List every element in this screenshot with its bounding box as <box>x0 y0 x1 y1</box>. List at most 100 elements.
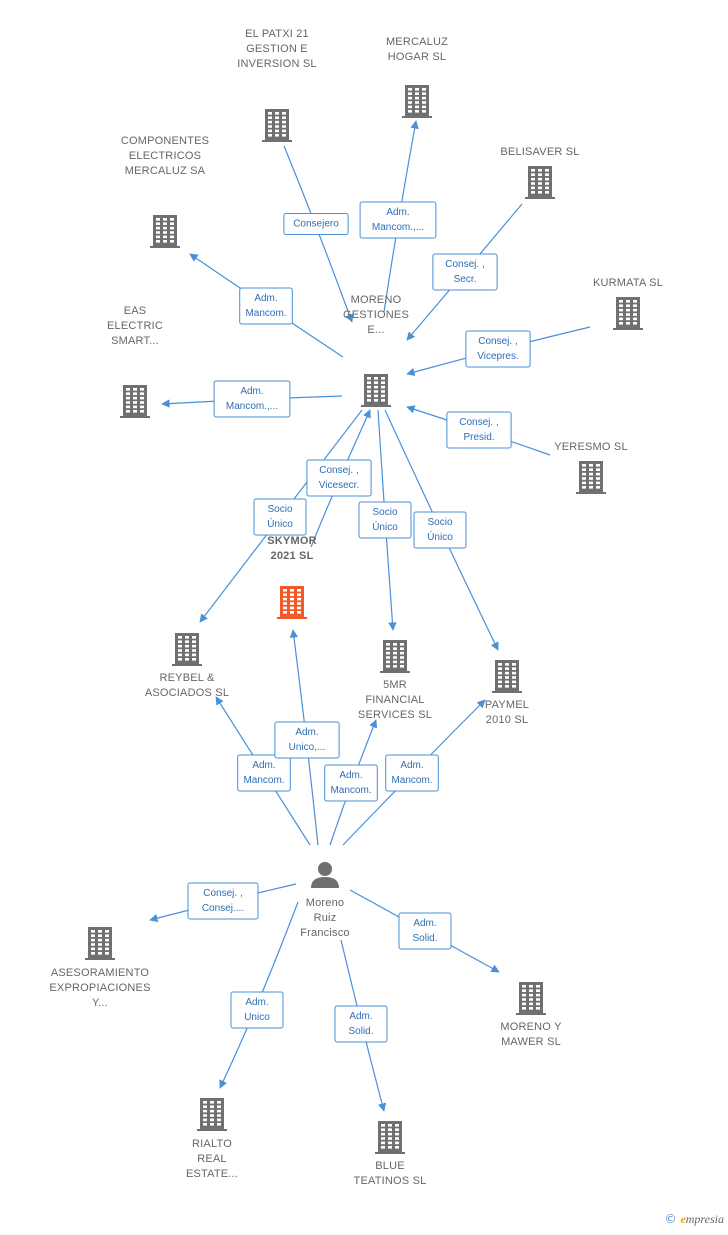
node-moreno-mawer[interactable]: MORENO Y MAWER SL <box>500 982 562 1048</box>
edge-label-box <box>334 1005 388 1043</box>
edge-label[interactable]: Adm.Unico <box>230 991 284 1029</box>
node-label-line: BELISAVER SL <box>500 146 579 158</box>
node-componentes[interactable]: COMPONENTES ELECTRICOS MERCALUZ SA <box>121 135 209 248</box>
edge-label-line: Consej. , <box>445 259 484 270</box>
edge-label-box <box>237 754 291 792</box>
edge-label[interactable]: Adm.Mancom. <box>324 764 378 802</box>
edge-label-line: Adm. <box>252 760 275 771</box>
edge-label-line: Presid. <box>463 432 494 443</box>
edge-label-box <box>283 213 349 235</box>
building-icon <box>613 297 643 330</box>
building-icon <box>516 982 546 1015</box>
node-label-line: MERCALUZ SA <box>125 165 206 177</box>
edge-label-line: Unico,... <box>289 742 326 753</box>
node-label-line: EL PATXI 21 <box>245 28 309 40</box>
building-icon <box>262 109 292 142</box>
edge-label-line: Solid. <box>348 1026 373 1037</box>
node-asesoramiento[interactable]: ASESORAMIENTOEXPROPIACIONESY... <box>49 927 150 1009</box>
node-label-line: 5MR <box>383 679 407 691</box>
edge-label[interactable]: Adm. Mancom. <box>385 754 439 792</box>
node-label-line: 2021 SL <box>271 550 314 562</box>
node-kurmata[interactable]: KURMATA SL <box>593 277 663 330</box>
node-label-line: MERCALUZ <box>386 36 448 48</box>
node-label-line: MORENO Y <box>500 1021 562 1033</box>
node-label-line: MAWER SL <box>501 1036 561 1048</box>
edge-label-line: Solid. <box>412 933 437 944</box>
edge-label-line: Adm. <box>349 1011 372 1022</box>
edge-label[interactable]: Consej. ,Vicesecr. <box>306 459 372 497</box>
edge-label-box <box>324 764 378 802</box>
node-label-line: ELECTRICOS <box>129 150 201 162</box>
edge-label[interactable]: Consej. , Consej.... <box>187 882 259 920</box>
edge-label-line: Unico <box>244 1012 270 1023</box>
node-label-line: INVERSION SL <box>237 58 316 70</box>
copyright-symbol: © <box>664 1212 677 1226</box>
edge-label-line: Adm. <box>254 293 277 304</box>
node-yeresmo[interactable]: YERESMO SL <box>554 441 628 494</box>
node-mercaluz-hogar[interactable]: MERCALUZ HOGAR SL <box>386 36 448 118</box>
building-icon <box>150 215 180 248</box>
building-icon <box>492 660 522 693</box>
footer-brand: ©empresia <box>664 1212 724 1227</box>
node-label-line: HOGAR SL <box>388 51 446 63</box>
node-label-line: COMPONENTES <box>121 135 209 147</box>
edge-label-line: Socio <box>267 504 292 515</box>
edge-label[interactable]: Adm.Mancom.,... <box>213 380 291 418</box>
node-rialto[interactable]: RIALTOREALESTATE... <box>186 1098 238 1180</box>
node-label-line: FINANCIAL <box>365 694 424 706</box>
node-label-line: KURMATA SL <box>593 277 663 289</box>
node-label-line: REYBEL & <box>160 672 215 684</box>
edge-label[interactable]: Consejero <box>283 213 349 235</box>
edge-label-line: Adm. <box>295 727 318 738</box>
edge-label-box <box>213 380 291 418</box>
node-label-line: MORENO <box>351 294 402 306</box>
brand-name: mpresia <box>685 1212 724 1226</box>
edge-label-box <box>306 459 372 497</box>
node-label-line: REAL <box>197 1153 227 1165</box>
edge-label[interactable]: Adm. Solid. <box>334 1005 388 1043</box>
edge-label[interactable]: Adm. Solid. <box>398 912 452 950</box>
building-icon <box>277 586 307 619</box>
node-moreno-gestiones[interactable]: MORENOGESTIONESE... <box>343 294 409 407</box>
edge-label-line: Consej. , <box>203 888 242 899</box>
edge-label-line: Adm. <box>413 918 436 929</box>
edge-label-line: Mancom. <box>245 308 286 319</box>
edge-label-box <box>432 253 498 291</box>
edge-label[interactable]: Consej. ,Secr. <box>432 253 498 291</box>
edge-label-box <box>230 991 284 1029</box>
edge-label[interactable]: Consej. , Presid. <box>446 411 512 449</box>
edge-label[interactable]: Adm. Unico,... <box>274 721 340 759</box>
edge-label-line: Mancom. <box>391 775 432 786</box>
edge-label-line: Consej. , <box>459 417 498 428</box>
node-label-line: Francisco <box>300 927 349 939</box>
edge-label-line: Consej. , <box>319 465 358 476</box>
building-icon <box>361 374 391 407</box>
edge-label-line: Adm. <box>400 760 423 771</box>
node-belisaver[interactable]: BELISAVER SL <box>500 146 579 199</box>
node-reybel[interactable]: REYBEL &ASOCIADOS SL <box>145 633 229 699</box>
edge-label[interactable]: Adm.Mancom. <box>237 754 291 792</box>
edge-label[interactable]: Consej. ,Vicepres. <box>465 330 531 368</box>
node-label-line: ESTATE... <box>186 1168 238 1180</box>
edge-label[interactable]: Adm.Mancom.,... <box>359 201 437 239</box>
edge-label-line: Mancom. <box>330 785 371 796</box>
node-eas[interactable]: EASELECTRICSMART... <box>107 305 163 418</box>
node-label-line: TEATINOS SL <box>354 1175 427 1187</box>
edge-label[interactable]: Adm. Mancom. <box>239 287 293 325</box>
edge-label-box <box>274 721 340 759</box>
edge-label-box <box>187 882 259 920</box>
edges-layer <box>149 120 591 1112</box>
edge-label-line: Consej.... <box>202 903 244 914</box>
